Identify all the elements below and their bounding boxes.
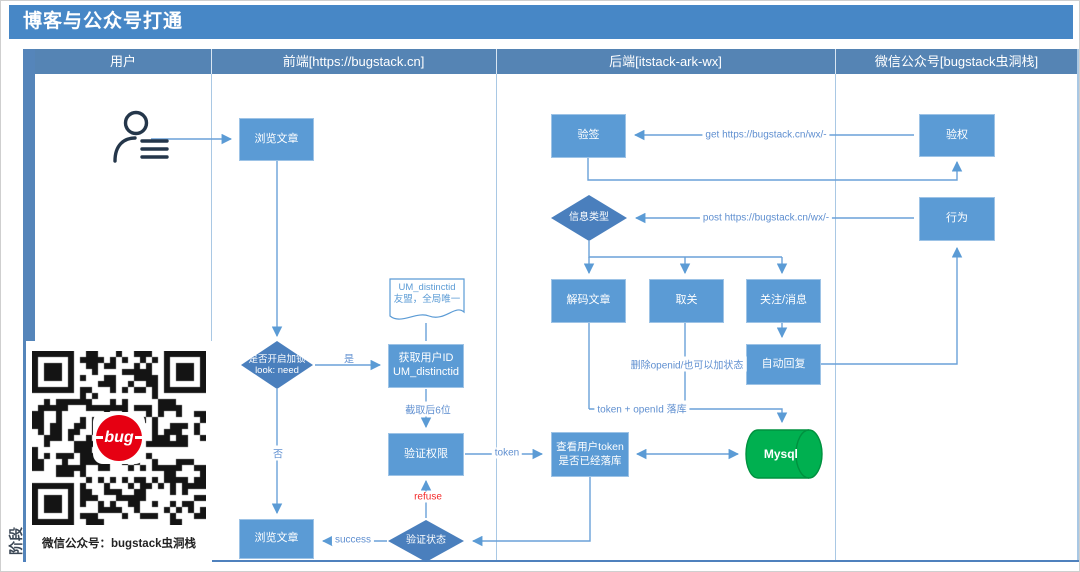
node-check-token: 查看用户token 是否已经落库 (551, 432, 629, 477)
node-decode-article: 解码文章 (551, 279, 626, 323)
edge-label-yes: 是 (344, 354, 354, 366)
edge-label-token-openid: token + openId 落库 (594, 400, 690, 416)
node-get-user-id: 获取用户ID UM_distinctid (388, 344, 464, 388)
lane-separator (496, 74, 497, 562)
lane-header-backend: 后端[itstack-ark-wx] (496, 49, 835, 74)
lane-header-frontend: 前端[https://bugstack.cn] (211, 49, 496, 74)
user-icon (105, 107, 173, 172)
node-verify-auth: 验权 (919, 114, 995, 157)
mysql-label: Mysql (763, 447, 798, 461)
node-unfollow: 取关 (649, 279, 724, 323)
node-lock-check: 是否开启加锁 look: need (241, 341, 313, 389)
edge-sign-to-auth (587, 158, 963, 181)
qr-caption: 微信公众号：bugstack虫洞栈 (42, 538, 196, 550)
node-verify-sign: 验签 (551, 114, 626, 158)
edge-label-delete-openid: 删除openid/也可以加状态 (627, 356, 747, 372)
node-um-note: UM_distinctid 友盟，全局唯一 (389, 278, 465, 326)
um-note-text: UM_distinctid 友盟，全局唯一 (393, 282, 461, 306)
edge-label-success: success (331, 534, 375, 546)
qr-logo: bug (93, 412, 145, 464)
pool-right-border (1077, 49, 1079, 562)
edge-token-to-status (471, 477, 591, 547)
qr-panel: bug 微信公众号：bugstack虫洞栈 (26, 341, 212, 562)
edge-label-get-url: get https://bugstack.cn/wx/- (702, 129, 830, 141)
lane-header-user: 用户 (35, 49, 211, 74)
bug-logo-circle: bug (96, 415, 142, 461)
edge-label-token: token (491, 447, 523, 459)
pool-bottom-border (23, 560, 1079, 562)
diagram-title: 博客与公众号打通 (9, 5, 1073, 39)
node-follow-message: 关注/消息 (746, 279, 821, 323)
bug-logo-text: bug (103, 429, 135, 446)
node-verify-permission: 验证权限 (388, 433, 464, 476)
node-browse-article-bottom: 浏览文章 (239, 519, 314, 559)
lane-separator (211, 74, 212, 562)
node-mysql-database: Mysql (745, 429, 823, 479)
lane-separator (211, 49, 212, 74)
edge-label-refuse: refuse (411, 491, 445, 503)
stage-label: 阶段 (8, 527, 24, 555)
node-verify-status: 验证状态 (388, 520, 464, 562)
edge-label-no: 否 (270, 445, 286, 461)
lane-separator (835, 74, 836, 562)
lane-separator (835, 49, 836, 74)
lane-separator (496, 49, 497, 74)
node-msg-type: 信息类型 (551, 195, 627, 241)
node-browse-article-top: 浏览文章 (239, 118, 314, 161)
node-behavior: 行为 (919, 197, 995, 241)
edge-label-last6: 截取后6位 (402, 401, 454, 417)
lane-header-wechat: 微信公众号[bugstack虫洞栈] (835, 49, 1078, 74)
edge-msgtype-trunk (588, 241, 782, 258)
node-auto-reply: 自动回复 (746, 344, 821, 385)
edge-label-post-url: post https://bugstack.cn/wx/- (699, 212, 833, 224)
edge-autoreply-to-behavior (821, 246, 963, 365)
